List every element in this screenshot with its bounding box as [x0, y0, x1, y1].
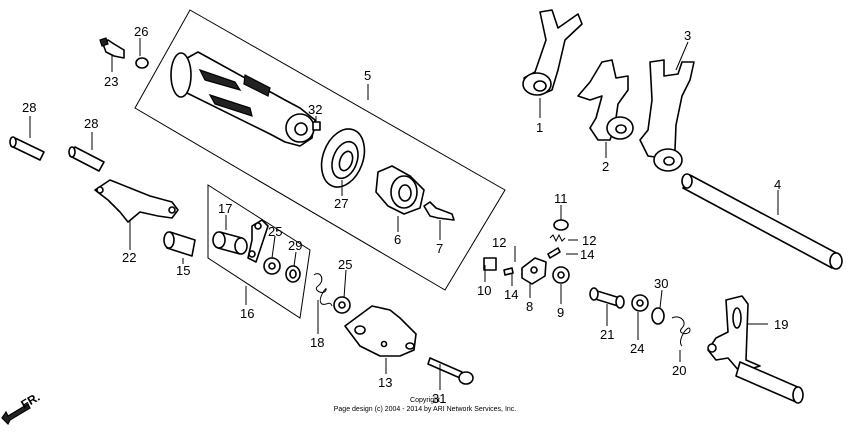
callout-10: 10	[477, 283, 491, 298]
neutral-switch-23	[99, 37, 125, 59]
shift-fork-3	[639, 59, 695, 172]
spring-29	[285, 265, 301, 283]
callout-14b: 14	[504, 287, 518, 302]
front-direction-indicator: FR.	[1, 390, 42, 426]
fork-shaft-4	[681, 173, 843, 270]
washer-24-hole	[636, 299, 644, 307]
callout-27: 27	[334, 196, 348, 211]
leader-lines	[29, 38, 779, 390]
spring-20	[671, 316, 691, 347]
collar-17	[212, 231, 248, 255]
callout-9: 9	[557, 305, 564, 320]
callout-29: 29	[288, 238, 302, 253]
plate-22	[94, 179, 179, 223]
drum-group-frame	[134, 9, 506, 291]
clip-30	[651, 307, 665, 325]
shift-fork-2	[577, 59, 634, 141]
stopper-plate-8	[521, 257, 547, 285]
callout-5: 5	[364, 68, 371, 83]
callout-16: 16	[240, 306, 254, 321]
callout-14a: 14	[580, 247, 594, 262]
callout-26: 26	[134, 24, 148, 39]
callout-18: 18	[310, 335, 324, 350]
callout-28b: 28	[84, 116, 98, 131]
front-arrow-icon	[1, 403, 31, 426]
callout-22: 22	[122, 250, 136, 265]
washer-11	[553, 219, 569, 231]
callout-30: 30	[654, 276, 668, 291]
washer-25b	[333, 296, 351, 314]
drum-center-6	[375, 165, 425, 215]
callout-11: 11	[554, 191, 568, 206]
callout-1: 1	[536, 120, 543, 135]
bolt-31	[427, 357, 474, 385]
callout-25b: 25	[338, 257, 352, 272]
callout-4: 4	[774, 177, 781, 192]
bolt-7	[423, 201, 455, 221]
plate-13	[344, 305, 417, 357]
stopper-group-frame	[207, 184, 311, 319]
dowel-pin-28a	[9, 136, 45, 161]
callout-23: 23	[104, 74, 118, 89]
callout-6: 6	[394, 232, 401, 247]
washer-26	[135, 57, 149, 69]
pin-32	[312, 121, 321, 131]
shift-pin-21	[589, 287, 625, 309]
pin-14a	[547, 247, 561, 259]
dowel-pin-28b	[68, 146, 105, 172]
callout-8: 8	[526, 299, 533, 314]
copyright-line-1: Copyright	[410, 397, 440, 404]
collar-15	[163, 231, 196, 257]
washer-25a-hole	[268, 262, 276, 270]
shift-drum-5	[170, 51, 316, 147]
stopper-arm	[247, 219, 269, 263]
nut-9	[552, 266, 570, 284]
callout-2: 2	[602, 159, 609, 174]
copyright-line-2: Page design (c) 2004 - 2014 by ARI Netwo…	[334, 406, 517, 413]
callout-17: 17	[218, 201, 232, 216]
spring-12a	[549, 233, 566, 243]
shift-fork-1	[522, 9, 583, 96]
callout-24: 24	[630, 341, 644, 356]
callout-21: 21	[600, 327, 614, 342]
callout-12b: 12	[582, 233, 596, 248]
callout-20: 20	[672, 363, 686, 378]
callout-32: 32	[308, 102, 322, 117]
spring-12b	[483, 257, 497, 271]
callout-labels: 1 2 3 4 5 6 7 8 9 10 11 12 12 13 14 14 1…	[22, 24, 788, 406]
callout-15: 15	[176, 263, 190, 278]
callout-28a: 28	[22, 100, 36, 115]
callout-19: 19	[774, 317, 788, 332]
callout-12a: 12	[492, 235, 506, 250]
gearshift-spindle-19	[707, 295, 804, 404]
callout-25a: 25	[268, 224, 282, 239]
callout-7: 7	[436, 241, 443, 256]
callout-31: 31	[432, 391, 446, 406]
pin-14b	[503, 267, 514, 276]
bearing-27	[320, 128, 366, 188]
return-spring-18	[313, 273, 333, 307]
callout-3: 3	[684, 28, 691, 43]
callout-13: 13	[378, 375, 392, 390]
